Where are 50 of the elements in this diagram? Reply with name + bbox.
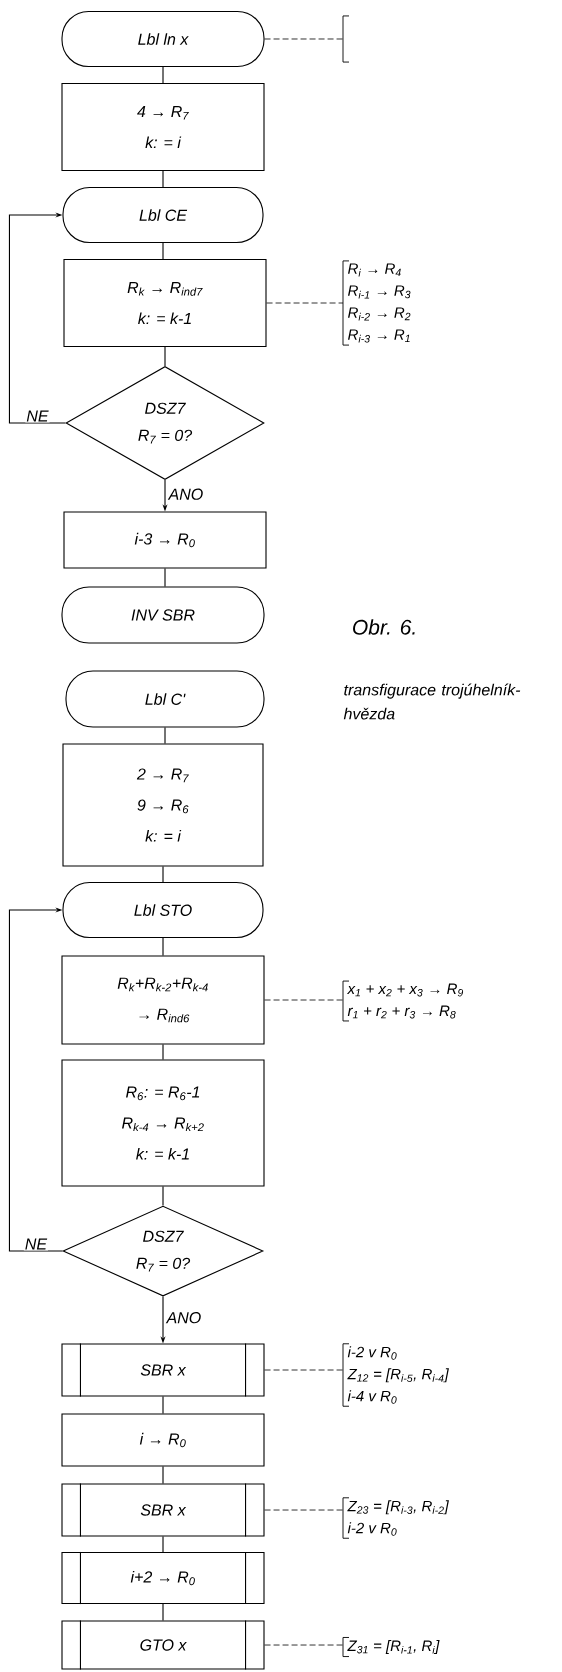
leader-line — [264, 38, 344, 40]
subroutine-box: SBR x — [61, 1482, 265, 1538]
process-box: 2 → R$_{7}$ 9 → R$_{6}$ k: = i — [62, 743, 264, 867]
process-box: 4 → R$_{7}$ k: = i — [61, 82, 265, 172]
leader-line — [264, 1369, 344, 1371]
process-box: R$_{k}$ → R$_{ind7}$ k: = k-1 — [63, 258, 267, 348]
process-box: i → R$_{0}$ — [61, 1413, 265, 1467]
connector-line — [164, 727, 166, 744]
terminal-box: Lbl CE — [62, 186, 264, 244]
connector-line — [162, 937, 164, 956]
connector-line — [162, 242, 164, 260]
bracket-note — [342, 15, 350, 63]
connector-line — [162, 1536, 164, 1553]
terminal-box: Lbl C' — [65, 670, 265, 728]
subroutine-box: GTO x — [61, 1619, 265, 1671]
edge-label: ANO — [167, 487, 205, 501]
arrow — [8, 907, 63, 1252]
leader-line — [264, 1509, 344, 1511]
figure-caption: Obr. 6. — [353, 619, 415, 635]
process-box: i-3 → R$_{0}$ — [63, 511, 267, 569]
process-box: R$_{k}$+R$_{k-2}$+R$_{k-4}$ → R$_{ind6}$ — [61, 955, 265, 1045]
connector-line — [162, 1603, 164, 1621]
terminal-box: INV SBR — [61, 586, 265, 644]
bracket-note: R$_{i}$ → R$_{4}$ R$_{i-1}$ → R$_{3}$ R$_{i-2}$ → R$_{2}$ R$_{i-3}$ → R$_{1}$ — [342, 260, 411, 346]
connector-line — [164, 568, 166, 587]
leader-line — [266, 302, 344, 304]
arrow — [8, 212, 66, 424]
connector-line — [164, 346, 166, 367]
bracket-note: Z$_{31}$ = [R$_{i-1}$, R$_{i}$] — [342, 1637, 440, 1657]
connector-line — [162, 1466, 164, 1484]
leader-line — [264, 1644, 344, 1646]
leader-line — [264, 999, 344, 1001]
note-text: transfigurace trojúhelník-hvězda — [343, 683, 521, 720]
connector-line — [162, 1186, 164, 1206]
subroutine-box: i+2 → R$_{0}$ — [61, 1551, 265, 1605]
subroutine-box: SBR x — [61, 1342, 265, 1398]
terminal-box: Lbl STO — [62, 881, 264, 939]
connector-line — [162, 1396, 164, 1414]
connector-line — [162, 66, 164, 84]
edge-label: NE — [23, 1237, 49, 1251]
bracket-note: x$_{1}$ + x$_{2}$ + x$_{3}$ → R$_{9}$ r$_{1}$ + r$_{2}$ + r$_{3}$ → R$_{8}$ — [342, 980, 464, 1022]
terminal-box: Lbl ln x — [61, 10, 265, 68]
edge-label: ANO — [165, 1311, 203, 1325]
connector-line — [162, 866, 164, 883]
process-box: R$_{6}$: = R$_{6}$-1 R$_{k-4}$ → R$_{k+2}$ k: = k-1 — [61, 1059, 265, 1187]
bracket-note: i-2 v R$_{0}$ Z$_{12}$ = [R$_{i-5}$, R$_{i-4}$] i-4 v R$_{0}$ — [342, 1343, 449, 1407]
bracket-note: Z$_{23}$ = [R$_{i-3}$, R$_{i-2}$] i-2 v R$_{0}$ — [342, 1497, 449, 1539]
connector-line — [162, 1044, 164, 1060]
connector-line — [162, 170, 164, 188]
edge-label: NE — [25, 409, 50, 423]
